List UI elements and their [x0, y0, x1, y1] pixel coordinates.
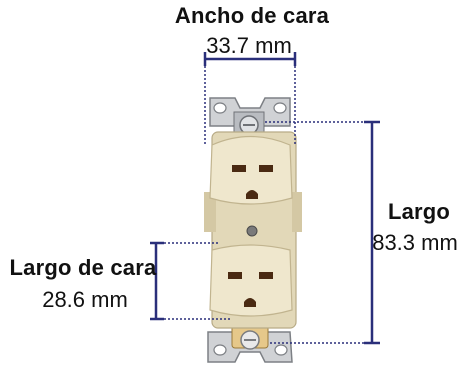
upper-right-slot	[259, 165, 273, 172]
face-length-dimension	[150, 241, 230, 321]
center-cover-screw	[246, 225, 258, 237]
lower-right-slot	[259, 272, 273, 279]
face-width-value: 33.7 mm	[206, 33, 292, 58]
face-length-title: Largo de cara	[9, 255, 157, 280]
lower-left-slot	[228, 272, 242, 279]
lower-outlet-face	[209, 244, 293, 317]
upper-outlet-face	[209, 135, 293, 205]
face-width-dimension	[203, 52, 297, 145]
face-width-title: Ancho de cara	[174, 3, 330, 28]
upper-ground-hole	[246, 190, 258, 199]
length-title: Largo	[387, 199, 451, 224]
length-dimension	[265, 120, 380, 345]
face-length-value: 28.6 mm	[42, 287, 128, 312]
lower-ground-hole	[244, 298, 256, 307]
length-value: 83.3 mm	[372, 230, 458, 255]
upper-left-slot	[232, 165, 246, 172]
